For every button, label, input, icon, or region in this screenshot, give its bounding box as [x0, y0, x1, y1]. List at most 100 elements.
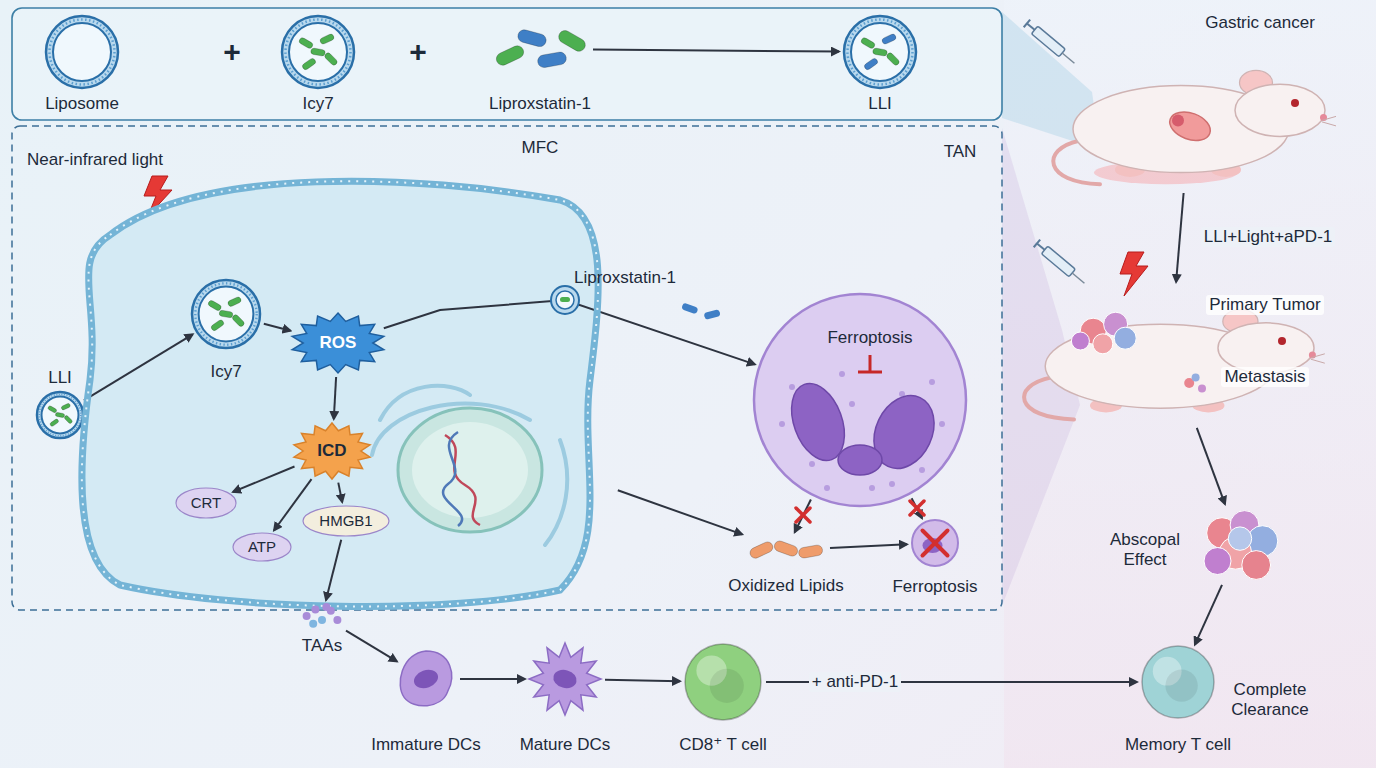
syringe [1034, 240, 1088, 288]
caption-label: Mature DCs [520, 735, 611, 755]
node-shape [1140, 644, 1216, 720]
caption-label: Liproxstatin-1 [489, 94, 591, 114]
ros-burst: ROS [290, 312, 386, 374]
damp-marker: HMGB1 [302, 505, 390, 537]
dye-liposome: Icy7 [280, 14, 356, 90]
node-label: HMGB1 [319, 512, 372, 529]
caption-label: Metastasis [1221, 367, 1308, 387]
caption-label: Liposome [45, 94, 119, 114]
caption-label: Ferroptosis [827, 328, 912, 348]
arrow-connector [830, 544, 907, 548]
node-shape [44, 14, 120, 90]
dna-strand [443, 432, 462, 526]
plus-sign: + [409, 35, 427, 70]
caption-label: Gastric cancer [1205, 13, 1315, 33]
caption-label: LLI [868, 94, 892, 114]
edge-label: + anti-PD-1 [809, 672, 901, 692]
node-shape [35, 390, 85, 440]
drug-molecules: Liproxstatin-1 [490, 22, 590, 76]
caption-label: LLI [48, 368, 72, 388]
node-shape [280, 14, 356, 90]
caption-label: Immature DCs [371, 735, 481, 755]
outcome-label: Complete Clearance [1223, 680, 1318, 719]
cytoplasm [82, 181, 598, 606]
dead-neutrophil: Ferroptosis [910, 518, 960, 568]
mouse-model: Gastric cancer [1040, 45, 1340, 190]
caption-label: Ferroptosis [892, 577, 977, 597]
oxidized-lipids: Oxidized Lipids [745, 535, 827, 565]
neutrophil: TANFerroptosis [752, 292, 968, 508]
memory-t-cell: Memory T cell [1140, 644, 1216, 720]
caption-label: Memory T cell [1125, 735, 1231, 755]
light-label: Near-infrared light [27, 150, 163, 170]
panel-frame [12, 126, 1002, 610]
caption-label: TAAs [302, 636, 342, 656]
arrow-connector [338, 483, 342, 503]
arrow-connector [795, 500, 811, 533]
icd-burst: ICD [292, 422, 372, 480]
caption-label: Icy7 [302, 94, 333, 114]
node-label: ROS [320, 333, 357, 353]
node-shape [683, 642, 763, 722]
arrow-connector [84, 334, 193, 400]
node-shape [395, 648, 457, 710]
node-shape [300, 603, 344, 629]
distant-tumor: Abscopal Effect [1195, 505, 1285, 585]
node-shape [752, 292, 968, 508]
damp-marker: CRT [175, 487, 237, 519]
er-membrane [372, 386, 567, 545]
arrow-connector [334, 377, 336, 419]
node-shape [1040, 45, 1340, 190]
node-shape [70, 170, 615, 615]
arrow-connector [326, 540, 341, 600]
released-drug [681, 302, 721, 319]
node-label: ICD [317, 441, 346, 461]
node-label: CRT [191, 494, 222, 511]
exit-vesicle [551, 286, 579, 314]
damp-marker: ATP [232, 532, 292, 562]
dye-liposome: Icy7 [190, 278, 262, 350]
node-label: ATP [248, 538, 276, 555]
caption-label: Oxidized Lipids [728, 576, 843, 596]
liposome: Liposome [44, 14, 120, 90]
t-cell: CD8⁺ T cell [683, 642, 763, 722]
node-shape [842, 14, 918, 90]
nanoparticle: LLI [842, 14, 918, 90]
arrow-connector [1197, 428, 1225, 504]
arrow-connector [605, 680, 680, 681]
caption-label: Abscopal Effect [1100, 530, 1190, 569]
drug-label: Liproxstatin-1 [574, 268, 676, 288]
arrow-connector [618, 490, 742, 534]
arrow-connector [460, 678, 525, 680]
arrow-connector [1195, 585, 1222, 645]
antigens: TAAs [300, 603, 344, 629]
caption-label: Primary Tumor [1206, 295, 1323, 315]
node-shape [528, 642, 602, 716]
treated-mouse: Primary TumorMetastasis [1010, 285, 1330, 425]
node-shape [1195, 505, 1285, 585]
caption-label: Icy7 [210, 362, 241, 382]
node-shape [490, 22, 590, 76]
caption-label: MFC [522, 138, 559, 158]
node-shape [910, 518, 960, 568]
arrow-connector [264, 324, 291, 331]
tumor-cell: MFCIcy7ROSICDCRTATPHMGB1 [70, 170, 615, 615]
caption-label: CD8⁺ T cell [679, 735, 767, 755]
caption-label: TAN [944, 142, 977, 162]
edge-label: LLI+Light+aPD-1 [1201, 227, 1336, 247]
arrow-connector [1176, 193, 1184, 282]
panel-frame [12, 8, 1002, 120]
arrow-connector [346, 631, 397, 662]
dendritic-cell: Mature DCs [528, 642, 602, 716]
dendritic-cell: Immature DCs [395, 648, 457, 710]
node-shape [190, 278, 262, 350]
nanoparticle: LLI [35, 390, 85, 440]
arrow-connector [233, 467, 295, 492]
syringe [1024, 20, 1078, 68]
arrow-connector [593, 50, 839, 52]
nucleus [398, 408, 542, 532]
light-bolt [1120, 252, 1148, 296]
node-shape [745, 535, 827, 565]
nucleus [412, 422, 528, 518]
plus-sign: + [223, 35, 241, 70]
